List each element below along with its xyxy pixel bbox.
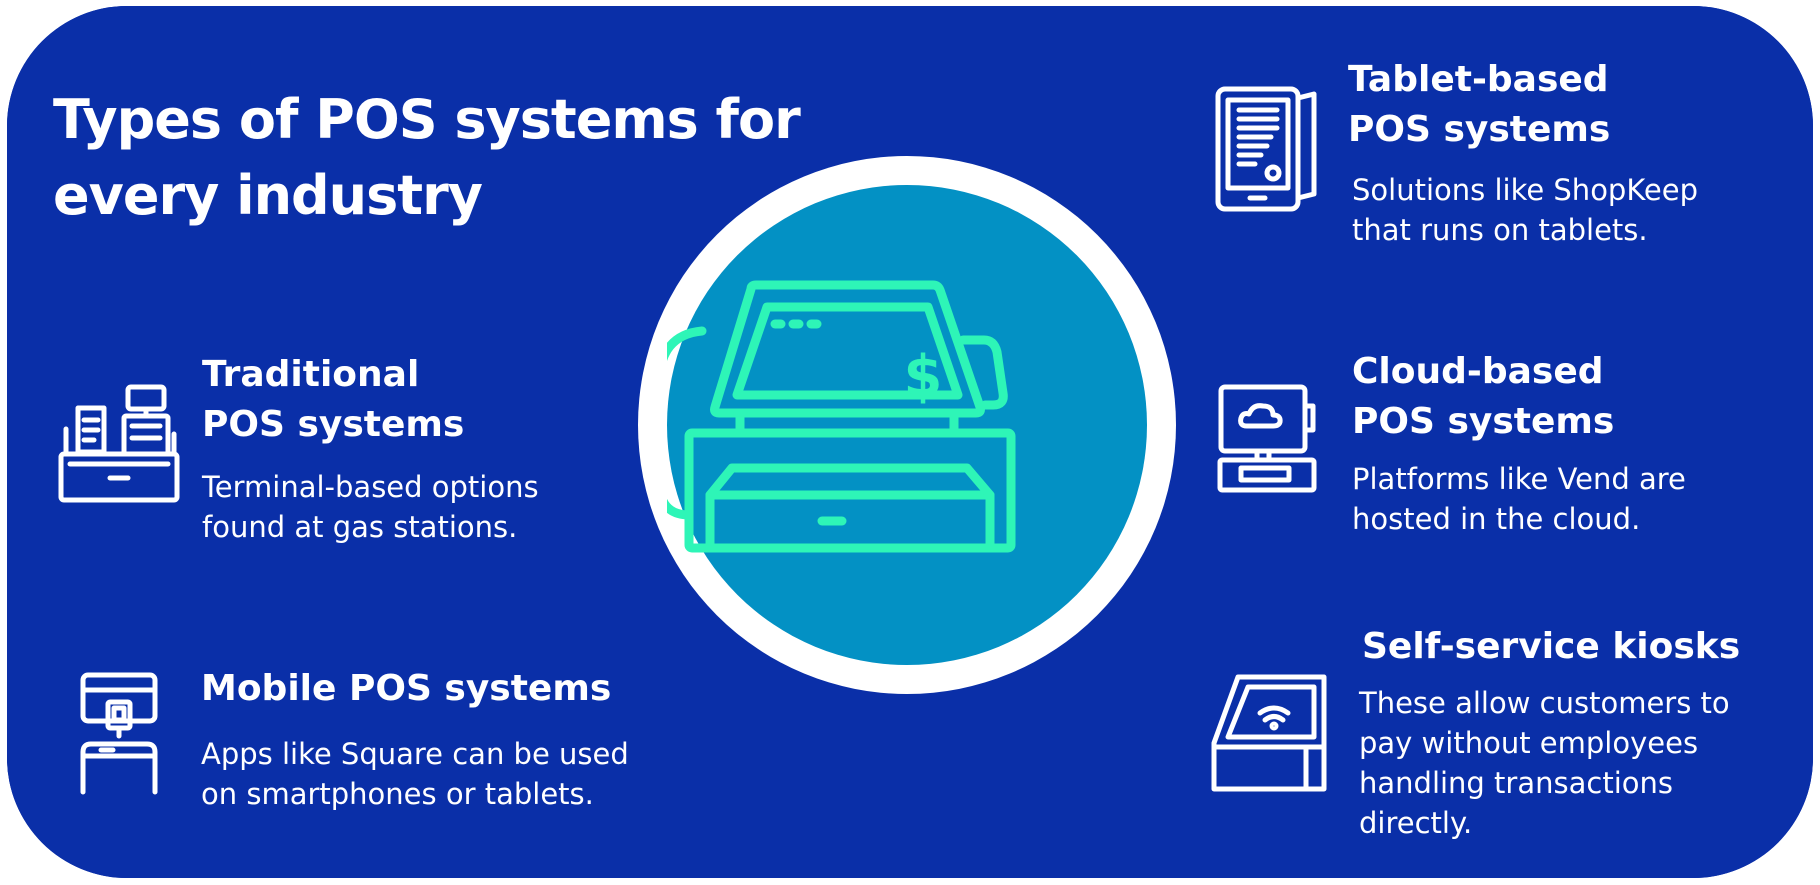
title-line-2: every industry [53, 164, 483, 227]
tablet-description: Solutions like ShopKeep that runs on tab… [1352, 173, 1699, 247]
title-line-1: Types of POS systems for [53, 88, 801, 151]
mobile-title: Mobile POS systems [201, 668, 612, 709]
card-reader-icon [80, 672, 158, 795]
tablet-title: Tablet-based POS systems [1348, 59, 1611, 150]
tablet-icon [1215, 86, 1317, 212]
traditional-title: Traditional POS systems [202, 354, 465, 445]
kiosk-icon [1211, 674, 1327, 792]
cloud-title: Cloud-based POS systems [1352, 351, 1615, 442]
dollar-sign: $ [904, 344, 943, 409]
mobile-description: Apps like Square can be used on smartpho… [201, 737, 629, 811]
pos-terminal-icon: $ [667, 280, 1016, 553]
cloud-description: Platforms like Vend are hosted in the cl… [1352, 462, 1686, 536]
traditional-description: Terminal-based options found at gas stat… [202, 470, 539, 544]
page-title: Types of POS systems for every industry [53, 82, 801, 234]
cash-register-icon [58, 384, 180, 503]
cloud-terminal-icon [1217, 384, 1317, 493]
kiosk-description: These allow customers to pay without emp… [1359, 686, 1730, 840]
hub-circle: $ [667, 185, 1147, 665]
kiosk-title: Self-service kiosks [1362, 626, 1741, 667]
